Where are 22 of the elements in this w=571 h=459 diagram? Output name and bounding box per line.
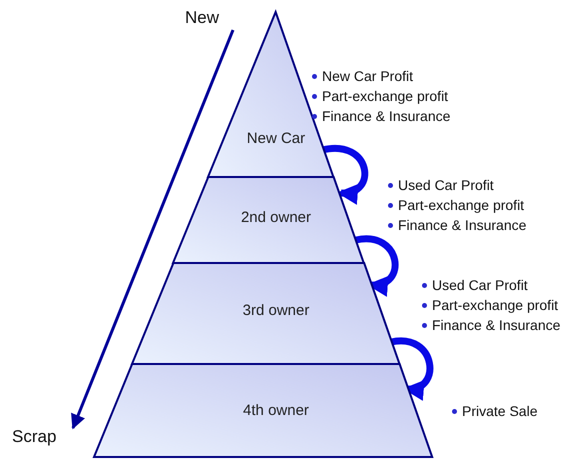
band-label: 2nd owner: [240, 209, 312, 226]
bullet-text: New Car Profit: [312, 68, 414, 84]
axis-label: New: [185, 8, 220, 28]
bullet-text: Part-exchange profit: [422, 297, 558, 313]
band-label: 4th owner: [243, 402, 309, 419]
axis-label: Scrap: [12, 427, 56, 447]
pyramid-band: [173, 177, 364, 263]
bullet-text: Finance & Insurance: [312, 108, 450, 124]
pyramid-band: [94, 364, 432, 457]
curved-arrow: [356, 235, 399, 295]
bullet-text: Part-exchange profit: [388, 197, 524, 213]
band-label: New Car: [246, 130, 306, 147]
bullet-text: Private Sale: [452, 403, 538, 419]
bullet-text: Finance & Insurance: [388, 217, 526, 233]
band-label: 3rd owner: [242, 302, 310, 319]
bullet-text: Used Car Profit: [422, 277, 528, 293]
bullet-text: Part-exchange profit: [312, 88, 448, 104]
bullet-text: Finance & Insurance: [422, 317, 560, 333]
pyramid-band: [132, 263, 400, 364]
bullet-text: Used Car Profit: [388, 177, 494, 193]
arrow: [71, 29, 234, 430]
curved-arrow: [390, 337, 434, 398]
